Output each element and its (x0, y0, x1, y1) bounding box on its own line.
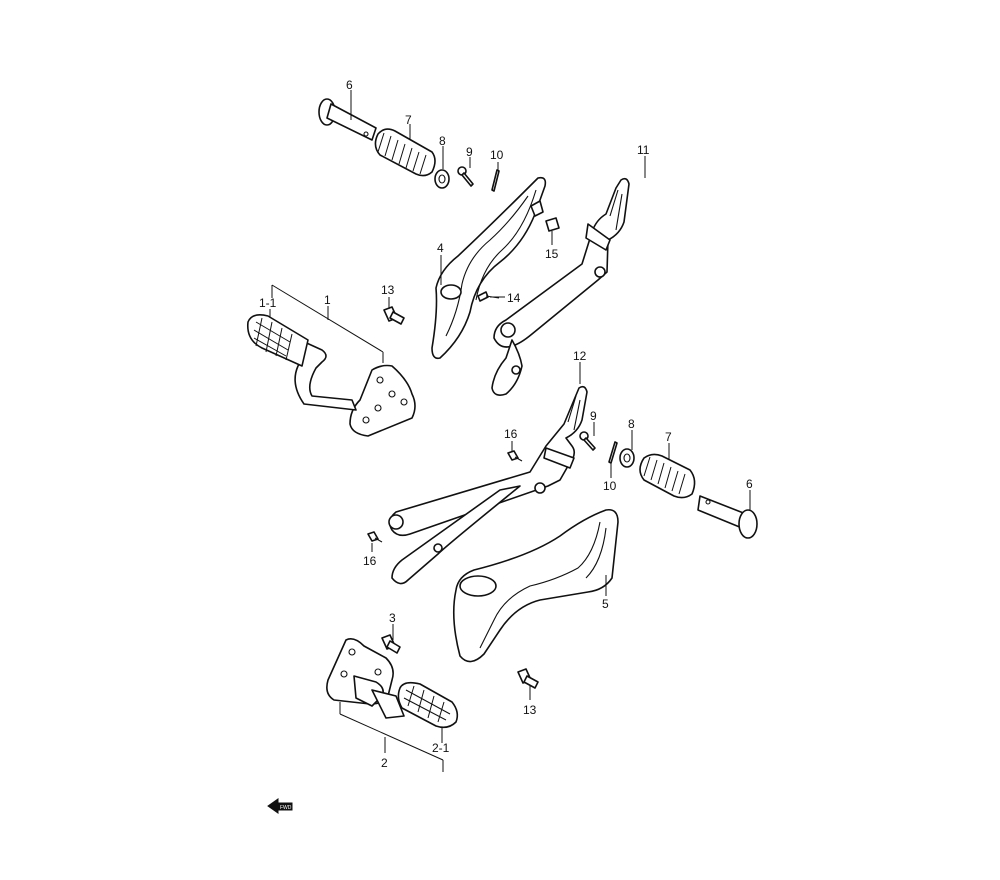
label-9-upper: 9 (466, 145, 473, 159)
part-2-footrest-bracket-assy (326, 638, 405, 719)
label-5: 5 (602, 597, 609, 611)
part-11-bracket-upper (491, 177, 630, 396)
part-13-bolt-upper (383, 306, 405, 325)
label-1: 1 (324, 293, 331, 307)
part-4-heel-guard-upper (431, 176, 547, 360)
part-15-clip-nut (545, 217, 560, 232)
label-7-upper: 7 (405, 113, 412, 127)
part-8-washer-lower (619, 448, 635, 468)
part-5-heel-guard-lower (452, 508, 619, 663)
part-10-cotter-upper (491, 169, 500, 192)
part-9-pin-lower (579, 431, 596, 451)
part-6-pin-upper (318, 98, 377, 141)
label-14: 14 (507, 291, 521, 305)
label-4: 4 (437, 241, 444, 255)
label-6-lower: 6 (746, 477, 753, 491)
label-2-1: 2-1 (432, 741, 450, 755)
label-12: 12 (573, 349, 587, 363)
label-11: 11 (637, 143, 650, 157)
part-6-pin-lower (697, 495, 758, 539)
label-9-lower: 9 (590, 409, 597, 423)
part-1-1-footpeg-upper (246, 314, 309, 367)
label-16-upper: 16 (504, 427, 518, 441)
label-8-lower: 8 (628, 417, 635, 431)
fwd-badge-text: FWD (280, 805, 292, 811)
part-12-bracket-lower (388, 385, 588, 585)
label-13-lower: 13 (523, 703, 537, 717)
label-15: 15 (545, 247, 559, 261)
label-3: 3 (389, 611, 396, 625)
label-2: 2 (381, 756, 388, 770)
label-8-upper: 8 (439, 134, 446, 148)
label-10-lower: 10 (603, 479, 617, 493)
part-7-rubber-lower (639, 453, 696, 499)
part-10-cotter-lower (608, 441, 618, 464)
label-7-lower: 7 (665, 430, 672, 444)
part-13-bolt-lower (517, 668, 539, 689)
label-6-upper: 6 (346, 78, 353, 92)
label-1-1: 1-1 (259, 296, 277, 310)
part-7-rubber-upper (374, 128, 436, 177)
part-3-bolt (381, 634, 401, 654)
part-2-1-footpeg-lower (397, 681, 459, 729)
label-10-upper: 10 (490, 148, 504, 162)
part-16-screw-upper (507, 450, 523, 462)
part-8-washer-upper (434, 169, 450, 189)
label-13-upper: 13 (381, 283, 395, 297)
part-1-footrest-bracket-assy (294, 339, 416, 437)
label-16-lower: 16 (363, 554, 377, 568)
forward-arrow-icon: FWD (267, 798, 293, 814)
part-16-screw-lower (367, 531, 383, 543)
part-9-pin-upper (457, 166, 474, 187)
